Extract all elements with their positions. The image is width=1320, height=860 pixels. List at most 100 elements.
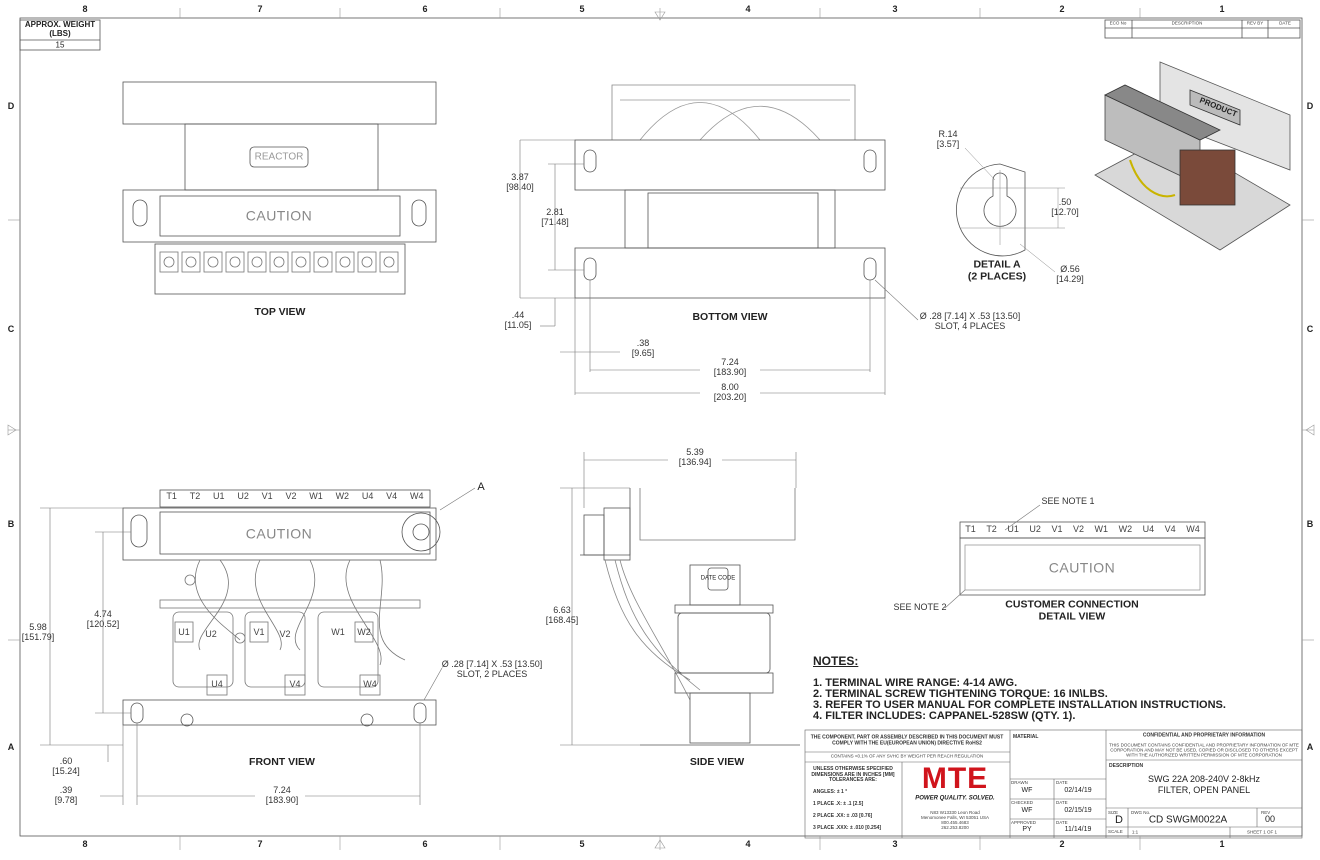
tolerance-2-place: 2 PLACE .XX: ± .03 [0.76] — [813, 813, 873, 819]
drawn-date: 02/14/19 — [1064, 787, 1092, 795]
zone-label: A — [1306, 742, 1314, 753]
bottom-view-title: BOTTOM VIEW — [692, 311, 768, 324]
see-note-1: SEE NOTE 1 — [1041, 496, 1095, 507]
title-block-geometry — [804, 729, 1303, 839]
dim-label: .39[9.78] — [54, 785, 78, 805]
tolerance-heading: UNLESS OTHERWISE SPECIFIED DIMENSIONS AR… — [811, 765, 895, 783]
coil-label: U2 — [205, 629, 217, 640]
see-note-2: SEE NOTE 2 — [893, 602, 947, 613]
drawing-number: CD SWGM0022A — [1148, 814, 1228, 826]
reach-statement: CONTAINS <0.1% OF ANY SVHC BY WEIGHT PER… — [830, 753, 984, 759]
coil-label: V2 — [279, 629, 291, 640]
rev-header-eco: ECO No — [1109, 20, 1127, 26]
zone-label: 4 — [745, 839, 751, 850]
size-label: SIZE — [1108, 810, 1119, 815]
detail-a-geometry — [956, 147, 1065, 273]
zone-label: 2 — [1059, 4, 1065, 15]
customer-terminal-strip: T1 T2 U1 U2 V1 V2 W1 W2 U4 V4 W4 — [960, 524, 1205, 534]
terminal-label: U1 — [213, 491, 225, 501]
date-label: DATE — [1056, 800, 1068, 805]
tolerance-3-place: 3 PLACE .XXX: ± .010 [0.254] — [813, 825, 882, 831]
mte-tagline: POWER QUALITY. SOLVED. — [915, 795, 995, 802]
dim-label: .50[12.70] — [1051, 197, 1079, 217]
note-item: 1. TERMINAL WIRE RANGE: 4-14 AWG. — [813, 677, 1018, 689]
rev-label: REV — [1261, 810, 1271, 815]
confidential-body: THIS DOCUMENT CONTAINS CONFIDENTIAL AND … — [1109, 742, 1299, 758]
dim-label: 2.81[71.48] — [541, 207, 569, 227]
approved-date: 11/14/19 — [1064, 826, 1092, 834]
caution-label: CAUTION — [245, 207, 313, 224]
dim-label: 7.24[183.90] — [265, 785, 299, 805]
terminal-strip: T1 T2 U1 U2 V1 V2 W1 W2 U4 V4 W4 — [160, 491, 430, 501]
coil-label: U1 — [178, 627, 190, 638]
drawn-label: DRAWN — [1011, 780, 1028, 785]
terminal-label: W4 — [409, 491, 424, 501]
front-view-geometry — [40, 487, 476, 805]
revision: 00 — [1264, 814, 1276, 825]
date-label: DATE — [1056, 820, 1068, 825]
zone-label: 1 — [1219, 839, 1225, 850]
terminal-label: V2 — [1073, 524, 1085, 534]
weight-value: 15 — [55, 40, 65, 50]
dim-label: 4.74[120.52] — [86, 609, 120, 629]
checked-date: 02/15/19 — [1064, 807, 1092, 815]
coil-label: V1 — [253, 627, 265, 638]
checked-label: CHECKED — [1011, 800, 1034, 805]
dim-label: R.14[3.57] — [936, 129, 960, 149]
front-view-title: FRONT VIEW — [249, 756, 315, 769]
customer-connection-geometry — [944, 504, 1206, 609]
note-item: 4. FILTER INCLUDES: CAPPANEL-528SW (QTY.… — [813, 710, 1076, 722]
terminal-label: V1 — [261, 491, 273, 501]
material-label: MATERIAL — [1013, 734, 1039, 740]
slot-note: Ø .28 [7.14] X .53 [13.50]SLOT, 2 PLACES — [441, 659, 543, 679]
rev-header-description: DESCRIPTION — [1171, 20, 1203, 26]
coil-label: W4 — [363, 679, 377, 690]
dim-label: 8.00[203.20] — [713, 382, 747, 402]
dim-label: .38[9.65] — [631, 338, 655, 358]
terminal-label: W1 — [309, 491, 323, 501]
zone-label: 6 — [422, 4, 428, 15]
dim-label: .44[11.05] — [504, 310, 532, 330]
side-view-geometry — [560, 452, 800, 746]
reactor-label: REACTOR — [254, 151, 304, 163]
terminal-label: U1 — [1007, 524, 1019, 534]
terminal-label: W2 — [1118, 524, 1133, 534]
description-line-1: SWG 22A 208-240V 2-8kHz — [1147, 774, 1261, 785]
zone-label: D — [1306, 101, 1314, 112]
terminal-label: U2 — [237, 491, 249, 501]
terminal-label: W4 — [1186, 524, 1200, 534]
zone-label: B — [7, 519, 15, 530]
zone-label: A — [7, 742, 15, 753]
terminal-label: T1 — [965, 524, 976, 534]
terminal-label: V1 — [1051, 524, 1063, 534]
zone-label: 2 — [1059, 839, 1065, 850]
coil-label: U4 — [211, 679, 223, 690]
coil-label: V4 — [289, 679, 301, 690]
coil-label: W1 — [331, 627, 345, 638]
date-label: DATE — [1056, 780, 1068, 785]
zone-label: 3 — [892, 839, 898, 850]
dim-label: 7.24[183.90] — [713, 357, 747, 377]
terminal-label: W2 — [335, 491, 350, 501]
top-view-geometry — [122, 81, 437, 295]
caution-label: CAUTION — [1048, 559, 1116, 576]
description-label: DESCRIPTION — [1109, 763, 1144, 769]
drawing-size: D — [1115, 813, 1123, 826]
product-illustration — [1094, 61, 1291, 251]
terminal-label: T2 — [986, 524, 997, 534]
approved-label: APPROVED — [1011, 820, 1037, 825]
zone-label: 5 — [579, 839, 585, 850]
terminal-label: U4 — [1142, 524, 1155, 534]
zone-label: 8 — [82, 839, 88, 850]
caution-label: CAUTION — [245, 525, 313, 542]
dim-label: 6.63[168.45] — [545, 605, 579, 625]
sheet-number: SHEET 1 OF 1 — [1247, 829, 1277, 835]
zone-label: 6 — [422, 839, 428, 850]
terminal-label: V4 — [386, 491, 398, 501]
terminal-label: T2 — [189, 491, 201, 501]
terminal-label: W1 — [1094, 524, 1109, 534]
description-line-2: FILTER, OPEN PANEL — [1157, 785, 1251, 796]
slot-note: Ø .28 [7.14] X .53 [13.50]SLOT, 4 PLACES — [919, 311, 1021, 331]
